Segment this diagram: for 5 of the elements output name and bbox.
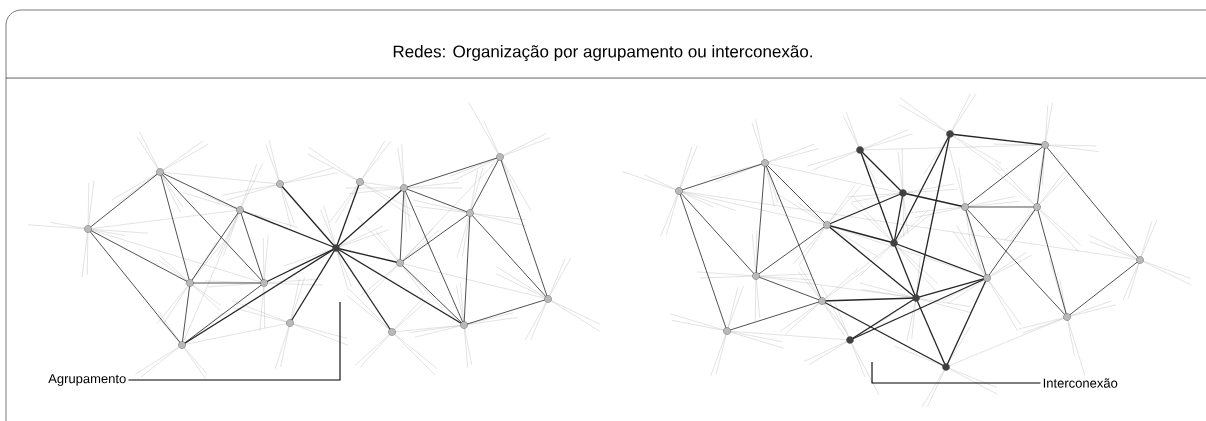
title: Redes: Organização por agrupamento ou interconexão. <box>393 45 812 61</box>
callout-label: Interconexão <box>1043 378 1118 388</box>
callout-label: Agrupamento <box>48 374 126 386</box>
leader-line <box>127 301 341 381</box>
leader-line <box>871 361 1041 384</box>
